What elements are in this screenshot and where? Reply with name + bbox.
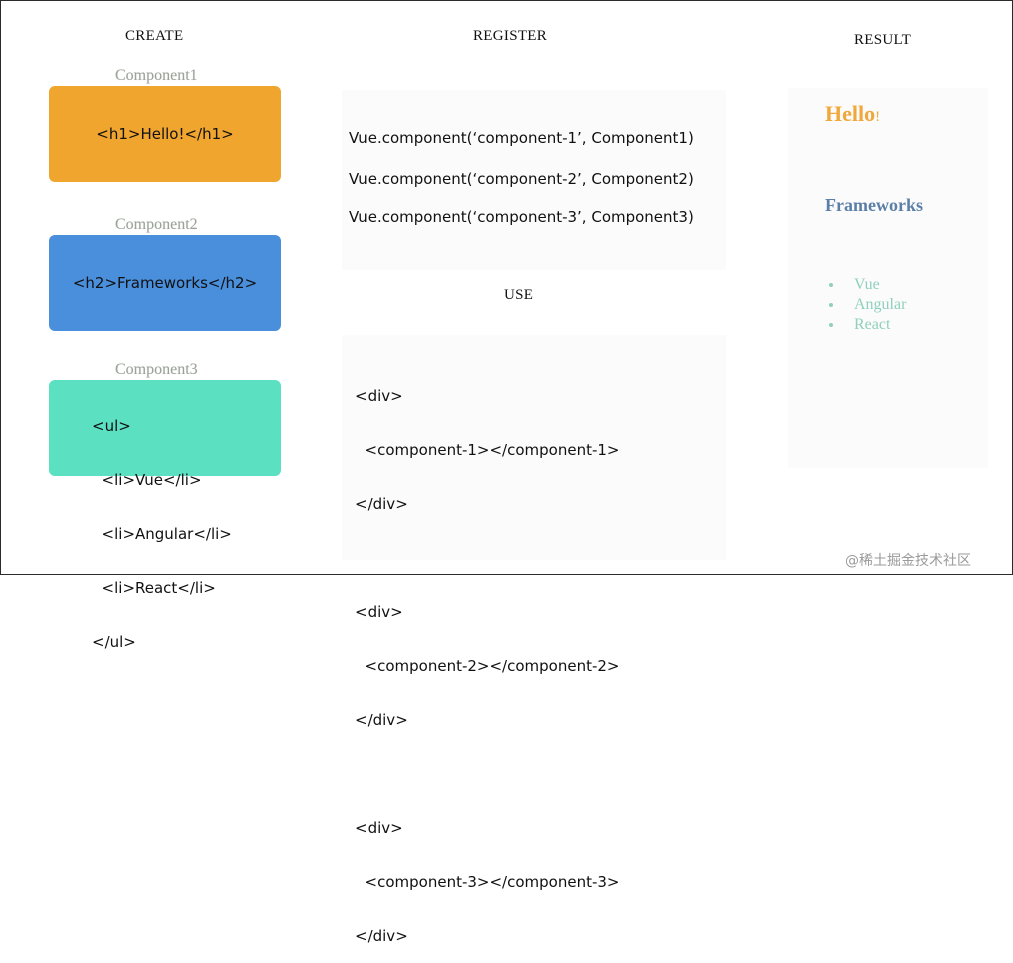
use-code-line: <div> xyxy=(355,819,403,837)
use-code-line: <component-2></component-2> xyxy=(355,657,620,675)
result-h2: Frameworks xyxy=(825,195,923,215)
component2-code: <h2>Frameworks</h2> xyxy=(72,274,258,292)
component2-label: Component2 xyxy=(115,216,198,233)
watermark: @稀土掘金技术社区 xyxy=(845,553,971,569)
component3-code-line: </ul> xyxy=(92,633,136,651)
heading-use: USE xyxy=(504,287,534,303)
use-code-line: </div> xyxy=(355,495,408,513)
result-bullet xyxy=(829,323,833,327)
component3-code-line: <li>Vue</li> xyxy=(92,471,202,489)
component1-code: <h1>Hello!</h1> xyxy=(96,125,234,143)
heading-create: CREATE xyxy=(125,28,184,44)
register-panel xyxy=(342,90,726,270)
result-panel xyxy=(788,88,988,468)
result-bullet xyxy=(829,303,833,307)
register-line-3: Vue.component(‘component-3’, Component3) xyxy=(349,208,694,226)
register-line-1: Vue.component(‘component-1’, Component1) xyxy=(349,129,694,147)
result-list-item-angular: Angular xyxy=(854,296,907,313)
result-list-item-vue: Vue xyxy=(854,276,880,293)
component3-code: <ul> <li>Vue</li> <li>Angular</li> <li>R… xyxy=(92,381,232,687)
use-code-line: <component-3></component-3> xyxy=(355,873,620,891)
result-list-item-react: React xyxy=(854,316,891,333)
result-h1-text: Hello xyxy=(825,101,876,126)
component1-box: <h1>Hello!</h1> xyxy=(49,86,281,182)
result-bullet xyxy=(829,283,833,287)
use-code-line: <div> xyxy=(355,387,403,405)
result-h1: Hello! xyxy=(825,101,880,127)
result-h1-suffix: ! xyxy=(875,109,881,125)
register-line-2: Vue.component(‘component-2’, Component2) xyxy=(349,170,694,188)
component3-code-line: <ul> xyxy=(92,417,131,435)
use-panel xyxy=(342,335,726,560)
use-code: <div> <component-1></component-1> </div>… xyxy=(355,351,620,963)
component3-label: Component3 xyxy=(115,361,198,378)
component2-box: <h2>Frameworks</h2> xyxy=(49,235,281,331)
component3-box: <ul> <li>Vue</li> <li>Angular</li> <li>R… xyxy=(49,380,281,651)
heading-register: REGISTER xyxy=(473,28,548,44)
component1-label: Component1 xyxy=(115,67,198,84)
component3-code-line: <li>Angular</li> xyxy=(92,525,232,543)
use-code-line xyxy=(355,765,620,783)
use-code-line: </div> xyxy=(355,927,408,945)
use-code-line xyxy=(355,549,620,567)
heading-result: RESULT xyxy=(854,32,912,48)
use-code-line: <component-1></component-1> xyxy=(355,441,620,459)
use-code-line: <div> xyxy=(355,603,403,621)
use-code-line: </div> xyxy=(355,711,408,729)
component3-code-line: <li>React</li> xyxy=(92,579,216,597)
